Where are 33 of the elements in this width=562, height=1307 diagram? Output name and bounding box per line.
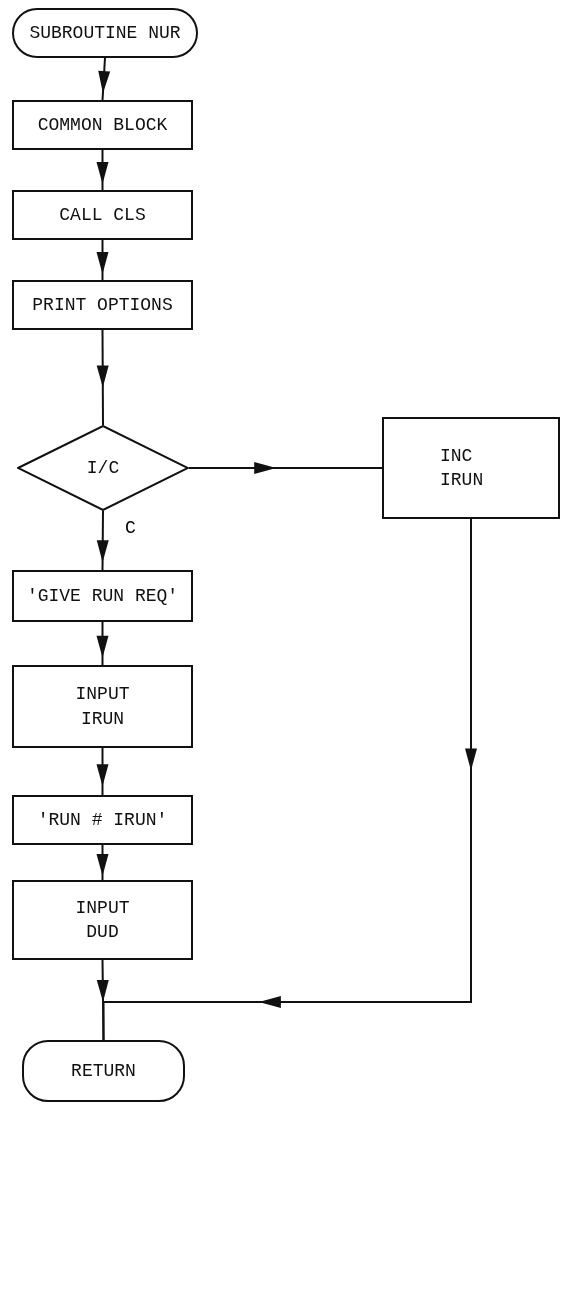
process-box [12, 100, 193, 150]
process-box [12, 665, 193, 748]
process-box [12, 795, 193, 845]
node-text: INC IRUN [440, 444, 484, 492]
process-box [12, 280, 193, 330]
arrow [102, 518, 477, 1041]
arrow [98, 57, 111, 101]
process-box [12, 880, 193, 960]
arrow [96, 329, 109, 426]
node-text: COMMON BLOCK [37, 113, 168, 137]
node-text: CALL CLS [59, 203, 146, 227]
arrow [96, 149, 109, 191]
arrow [96, 239, 109, 281]
node-text: I/C [86, 456, 120, 480]
terminal-box [12, 8, 198, 58]
process-box [12, 570, 193, 622]
terminal-box [22, 1040, 185, 1102]
decision-diamond [17, 425, 189, 511]
process-box [12, 190, 193, 240]
node-text: 'GIVE RUN REQ' [26, 584, 179, 608]
arrow [96, 844, 109, 881]
node-text: PRINT OPTIONS [32, 293, 173, 317]
node-text: INPUT IRUN [75, 683, 130, 731]
node-text: INPUT DUD [75, 896, 130, 944]
node-text: 'RUN # IRUN' [37, 808, 168, 832]
arrow [188, 462, 383, 474]
arrow [96, 510, 109, 571]
arrow [96, 621, 109, 666]
arrow [96, 959, 109, 1041]
process-box [382, 417, 560, 519]
arrow [96, 747, 109, 796]
node-text: SUBROUTINE NUR [29, 21, 181, 45]
node-text: RETURN [71, 1059, 136, 1083]
